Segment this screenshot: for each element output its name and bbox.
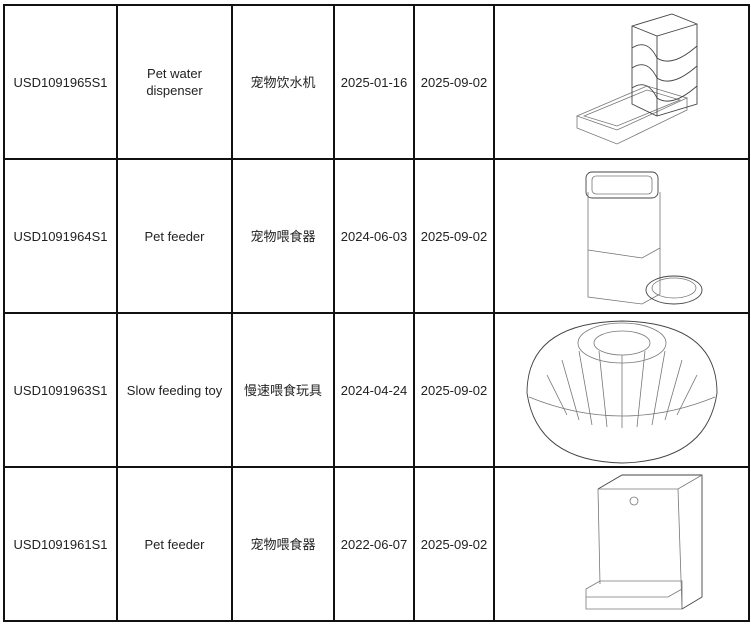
product-name-en: Pet feeder <box>116 158 233 314</box>
product-name-en: Pet water dispenser <box>116 4 233 160</box>
drawing-cell <box>493 158 750 314</box>
grant-date: 2025-09-02 <box>413 158 495 314</box>
table-row: USD1091961S1 Pet feeder 宠物喂食器 2022-06-07… <box>3 466 750 622</box>
application-date: 2024-04-24 <box>333 312 415 468</box>
product-name-cn: 宠物喂食器 <box>231 158 335 314</box>
application-date: 2025-01-16 <box>333 4 415 160</box>
table-row: USD1091963S1 Slow feeding toy 慢速喂食玩具 202… <box>3 312 750 468</box>
patent-number: USD1091964S1 <box>3 158 118 314</box>
grant-date: 2025-09-02 <box>413 312 495 468</box>
product-name-en: Slow feeding toy <box>116 312 233 468</box>
patent-number: USD1091965S1 <box>3 4 118 160</box>
application-date: 2022-06-07 <box>333 466 415 622</box>
product-name-cn: 宠物饮水机 <box>231 4 335 160</box>
pet-feeder-drawing-icon <box>585 474 702 610</box>
slow-feeding-toy-drawing-icon <box>526 320 717 464</box>
patent-table: USD1091965S1 Pet water dispenser 宠物饮水机 2… <box>3 4 750 622</box>
table-row: USD1091965S1 Pet water dispenser 宠物饮水机 2… <box>3 4 750 160</box>
drawing-cell <box>493 4 750 160</box>
patent-number: USD1091961S1 <box>3 466 118 622</box>
patent-number: USD1091963S1 <box>3 312 118 468</box>
product-name-cn: 宠物喂食器 <box>231 466 335 622</box>
drawing-cell <box>493 466 750 622</box>
application-date: 2024-06-03 <box>333 158 415 314</box>
product-name-cn: 慢速喂食玩具 <box>231 312 335 468</box>
table-row: USD1091964S1 Pet feeder 宠物喂食器 2024-06-03… <box>3 158 750 314</box>
drawing-cell <box>493 312 750 468</box>
pet-water-dispenser-drawing-icon <box>575 13 697 145</box>
product-name-en: Pet feeder <box>116 466 233 622</box>
grant-date: 2025-09-02 <box>413 4 495 160</box>
pet-feeder-drawing-icon <box>585 171 702 305</box>
grant-date: 2025-09-02 <box>413 466 495 622</box>
